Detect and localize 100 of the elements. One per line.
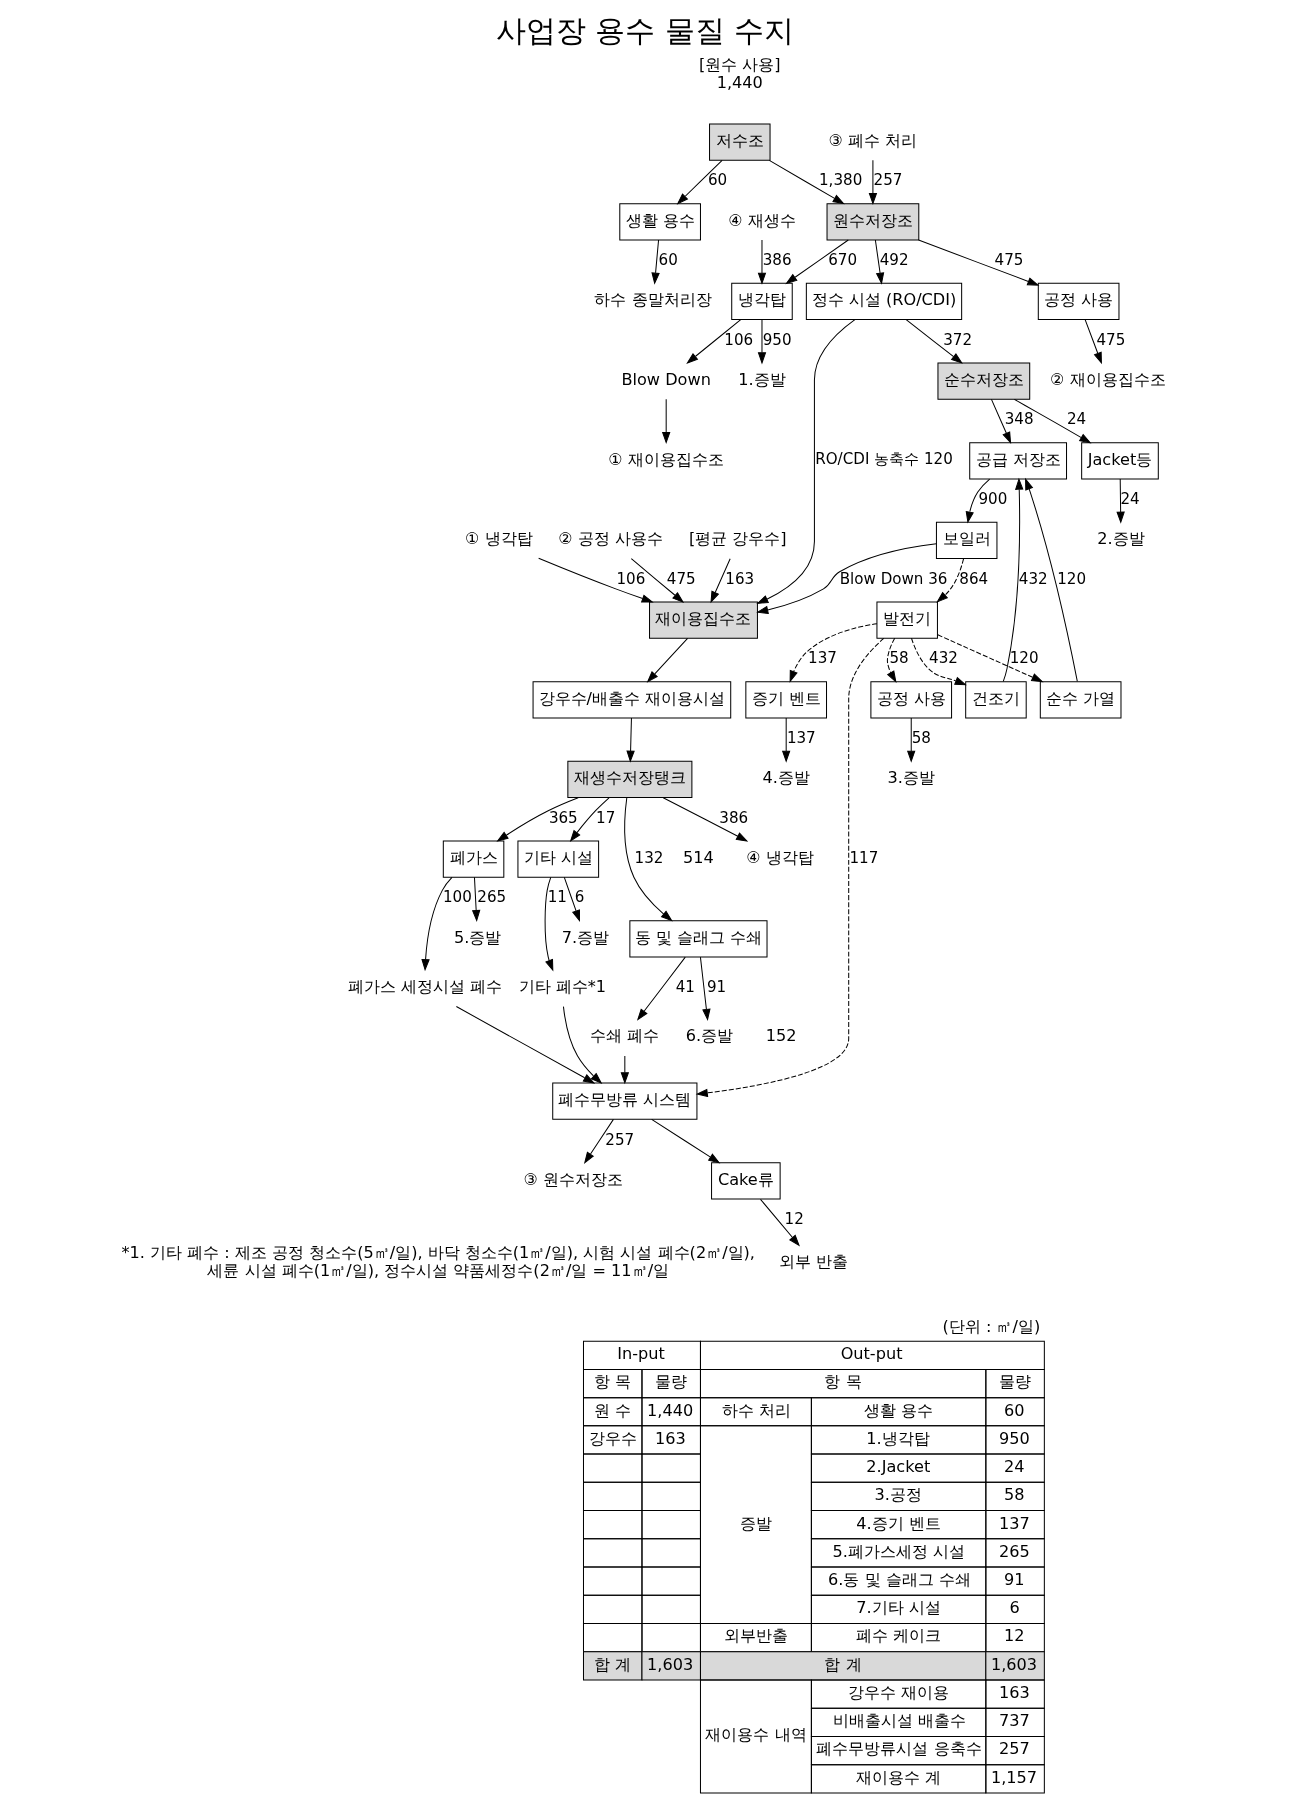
- label: 4.증기 벤트: [855, 1513, 941, 1533]
- label: *1. 기타 폐수 : 제조 공정 청소수(5㎥/일), 바닥 청소수(1㎥/일), 시험 시설 폐수(2㎥/일), 세륜 시설 폐수(1㎥/일), 정수시설 약품세정수(2㎥/일 = 11㎥/일: [121, 1242, 755, 1280]
- node-text: Blow Down: [620, 369, 711, 389]
- node-text: 2.증발: [1096, 528, 1145, 548]
- node-text: 폐가스 세정시설 폐수: [347, 976, 502, 996]
- edge-label: 58: [889, 648, 909, 667]
- node-text: 하수 종말처리장: [594, 289, 712, 309]
- edge-label: 11: [547, 887, 567, 906]
- label: 항 목: [593, 1371, 631, 1391]
- edge-label: 432: [1018, 569, 1048, 588]
- node-text: ④ 재생수: [727, 210, 796, 230]
- edge-label: 17: [595, 808, 615, 827]
- label: 물량: [654, 1371, 687, 1391]
- label: 163: [654, 1428, 686, 1448]
- label: 물량: [998, 1371, 1031, 1391]
- edge-label: 106: [615, 569, 645, 588]
- label: 12: [1003, 1625, 1025, 1645]
- edge-label: 41: [675, 977, 695, 996]
- edge-label: 475: [666, 569, 696, 588]
- edge-label: 265: [476, 887, 506, 906]
- edge-label: 120: [1009, 648, 1039, 667]
- node-text: 6.증발: [685, 1025, 733, 1045]
- node-text: 1.증발: [737, 369, 786, 389]
- label: 재이용수 계: [855, 1767, 941, 1787]
- node-text: ① 재이용집수조: [607, 449, 724, 469]
- edge-label: 257: [604, 1130, 634, 1149]
- label: 1,603: [646, 1654, 693, 1674]
- label: 6.동 및 슬래그 수쇄: [827, 1569, 971, 1589]
- label: 137: [998, 1513, 1030, 1533]
- label: 폐수 케이크: [855, 1625, 941, 1645]
- label: 152: [765, 1025, 797, 1045]
- label: 737: [998, 1710, 1030, 1730]
- edge-label: 91: [706, 977, 726, 996]
- label: 항 목: [824, 1371, 862, 1391]
- edge-label: 492: [879, 250, 909, 269]
- node-text: ③ 원수저장조: [523, 1169, 623, 1189]
- edge-label: 24: [1119, 489, 1140, 508]
- node-text: 3.증발: [887, 767, 935, 787]
- edge-label: 106: [723, 330, 753, 349]
- label: 강우수: [588, 1428, 637, 1448]
- label: 외부반출: [723, 1625, 788, 1645]
- edge-label: 137: [786, 728, 816, 747]
- label: In-put: [616, 1343, 665, 1363]
- edge-label: 950: [762, 330, 792, 349]
- label: 58: [1003, 1484, 1025, 1504]
- label: 1,440: [716, 72, 763, 92]
- edge-label: 58: [911, 728, 931, 747]
- node-text: ② 공정 사용수: [557, 528, 663, 548]
- label: 1,157: [990, 1767, 1037, 1787]
- node-text: 기타 폐수*1: [518, 976, 606, 996]
- label: 합 계: [824, 1654, 862, 1674]
- label: 합 계: [593, 1654, 631, 1674]
- label: 강우수 재이용: [847, 1682, 949, 1702]
- edge-label: 475: [1095, 330, 1125, 349]
- label: 7.기타 시설: [855, 1597, 941, 1617]
- edge-label: 132: [634, 848, 663, 867]
- label: 폐수무방류시설 응축수: [815, 1738, 982, 1758]
- label: 1,603: [990, 1654, 1037, 1674]
- diagram-title: 사업장 용수 물질 수지: [495, 12, 794, 48]
- label: 60: [1003, 1400, 1025, 1420]
- edge-label: 386: [718, 808, 748, 827]
- edge-label: 60: [658, 250, 678, 269]
- edge-label: 257: [873, 170, 902, 189]
- label: 증발: [739, 1513, 772, 1533]
- node-text: 수쇄 폐수: [589, 1025, 659, 1045]
- node-text: ② 재이용집수조: [1049, 369, 1166, 389]
- label: 91: [1003, 1569, 1025, 1589]
- edge-label: 120: [1056, 569, 1086, 588]
- node-text: [평균 강우수]: [688, 528, 787, 548]
- label: Out-put: [840, 1343, 902, 1363]
- edge-label: 864: [958, 569, 988, 588]
- label: 6: [1009, 1597, 1020, 1617]
- node-text: ④ 냉각탑: [745, 847, 814, 867]
- edge-label: 12: [784, 1209, 804, 1228]
- label: 257: [998, 1738, 1030, 1758]
- edge-label: 432: [928, 648, 958, 667]
- label: 2.Jacket: [865, 1456, 930, 1476]
- edge-label: Blow Down 36: [839, 569, 947, 588]
- node-text: ③ 폐수 처리: [828, 130, 917, 150]
- label: 163: [998, 1682, 1030, 1702]
- label: 265: [998, 1541, 1030, 1561]
- edge-label: 60: [707, 170, 727, 189]
- node-text: 7.증발: [561, 927, 609, 947]
- node-text: 4.증발: [761, 767, 810, 787]
- edge-label: 372: [942, 330, 972, 349]
- label: 3.공정: [873, 1484, 922, 1504]
- label: 24: [1003, 1456, 1025, 1476]
- edge-label: 1,380: [818, 170, 862, 189]
- label: 하수 처리: [721, 1400, 791, 1420]
- node-text: 5.증발: [453, 927, 501, 947]
- edge-label: 670: [827, 250, 857, 269]
- label: 생활 용수: [863, 1400, 933, 1420]
- node-text: 외부 반출: [778, 1251, 848, 1271]
- label: 1,440: [646, 1400, 693, 1420]
- label: 5.폐가스세정 시설: [832, 1541, 965, 1561]
- label: 원 수: [593, 1400, 631, 1420]
- label: 514: [682, 847, 714, 867]
- edge-label: 475: [994, 250, 1023, 269]
- edge-label: 348: [1004, 409, 1034, 428]
- edge-label: RO/CDI 농축수 120: [814, 449, 953, 468]
